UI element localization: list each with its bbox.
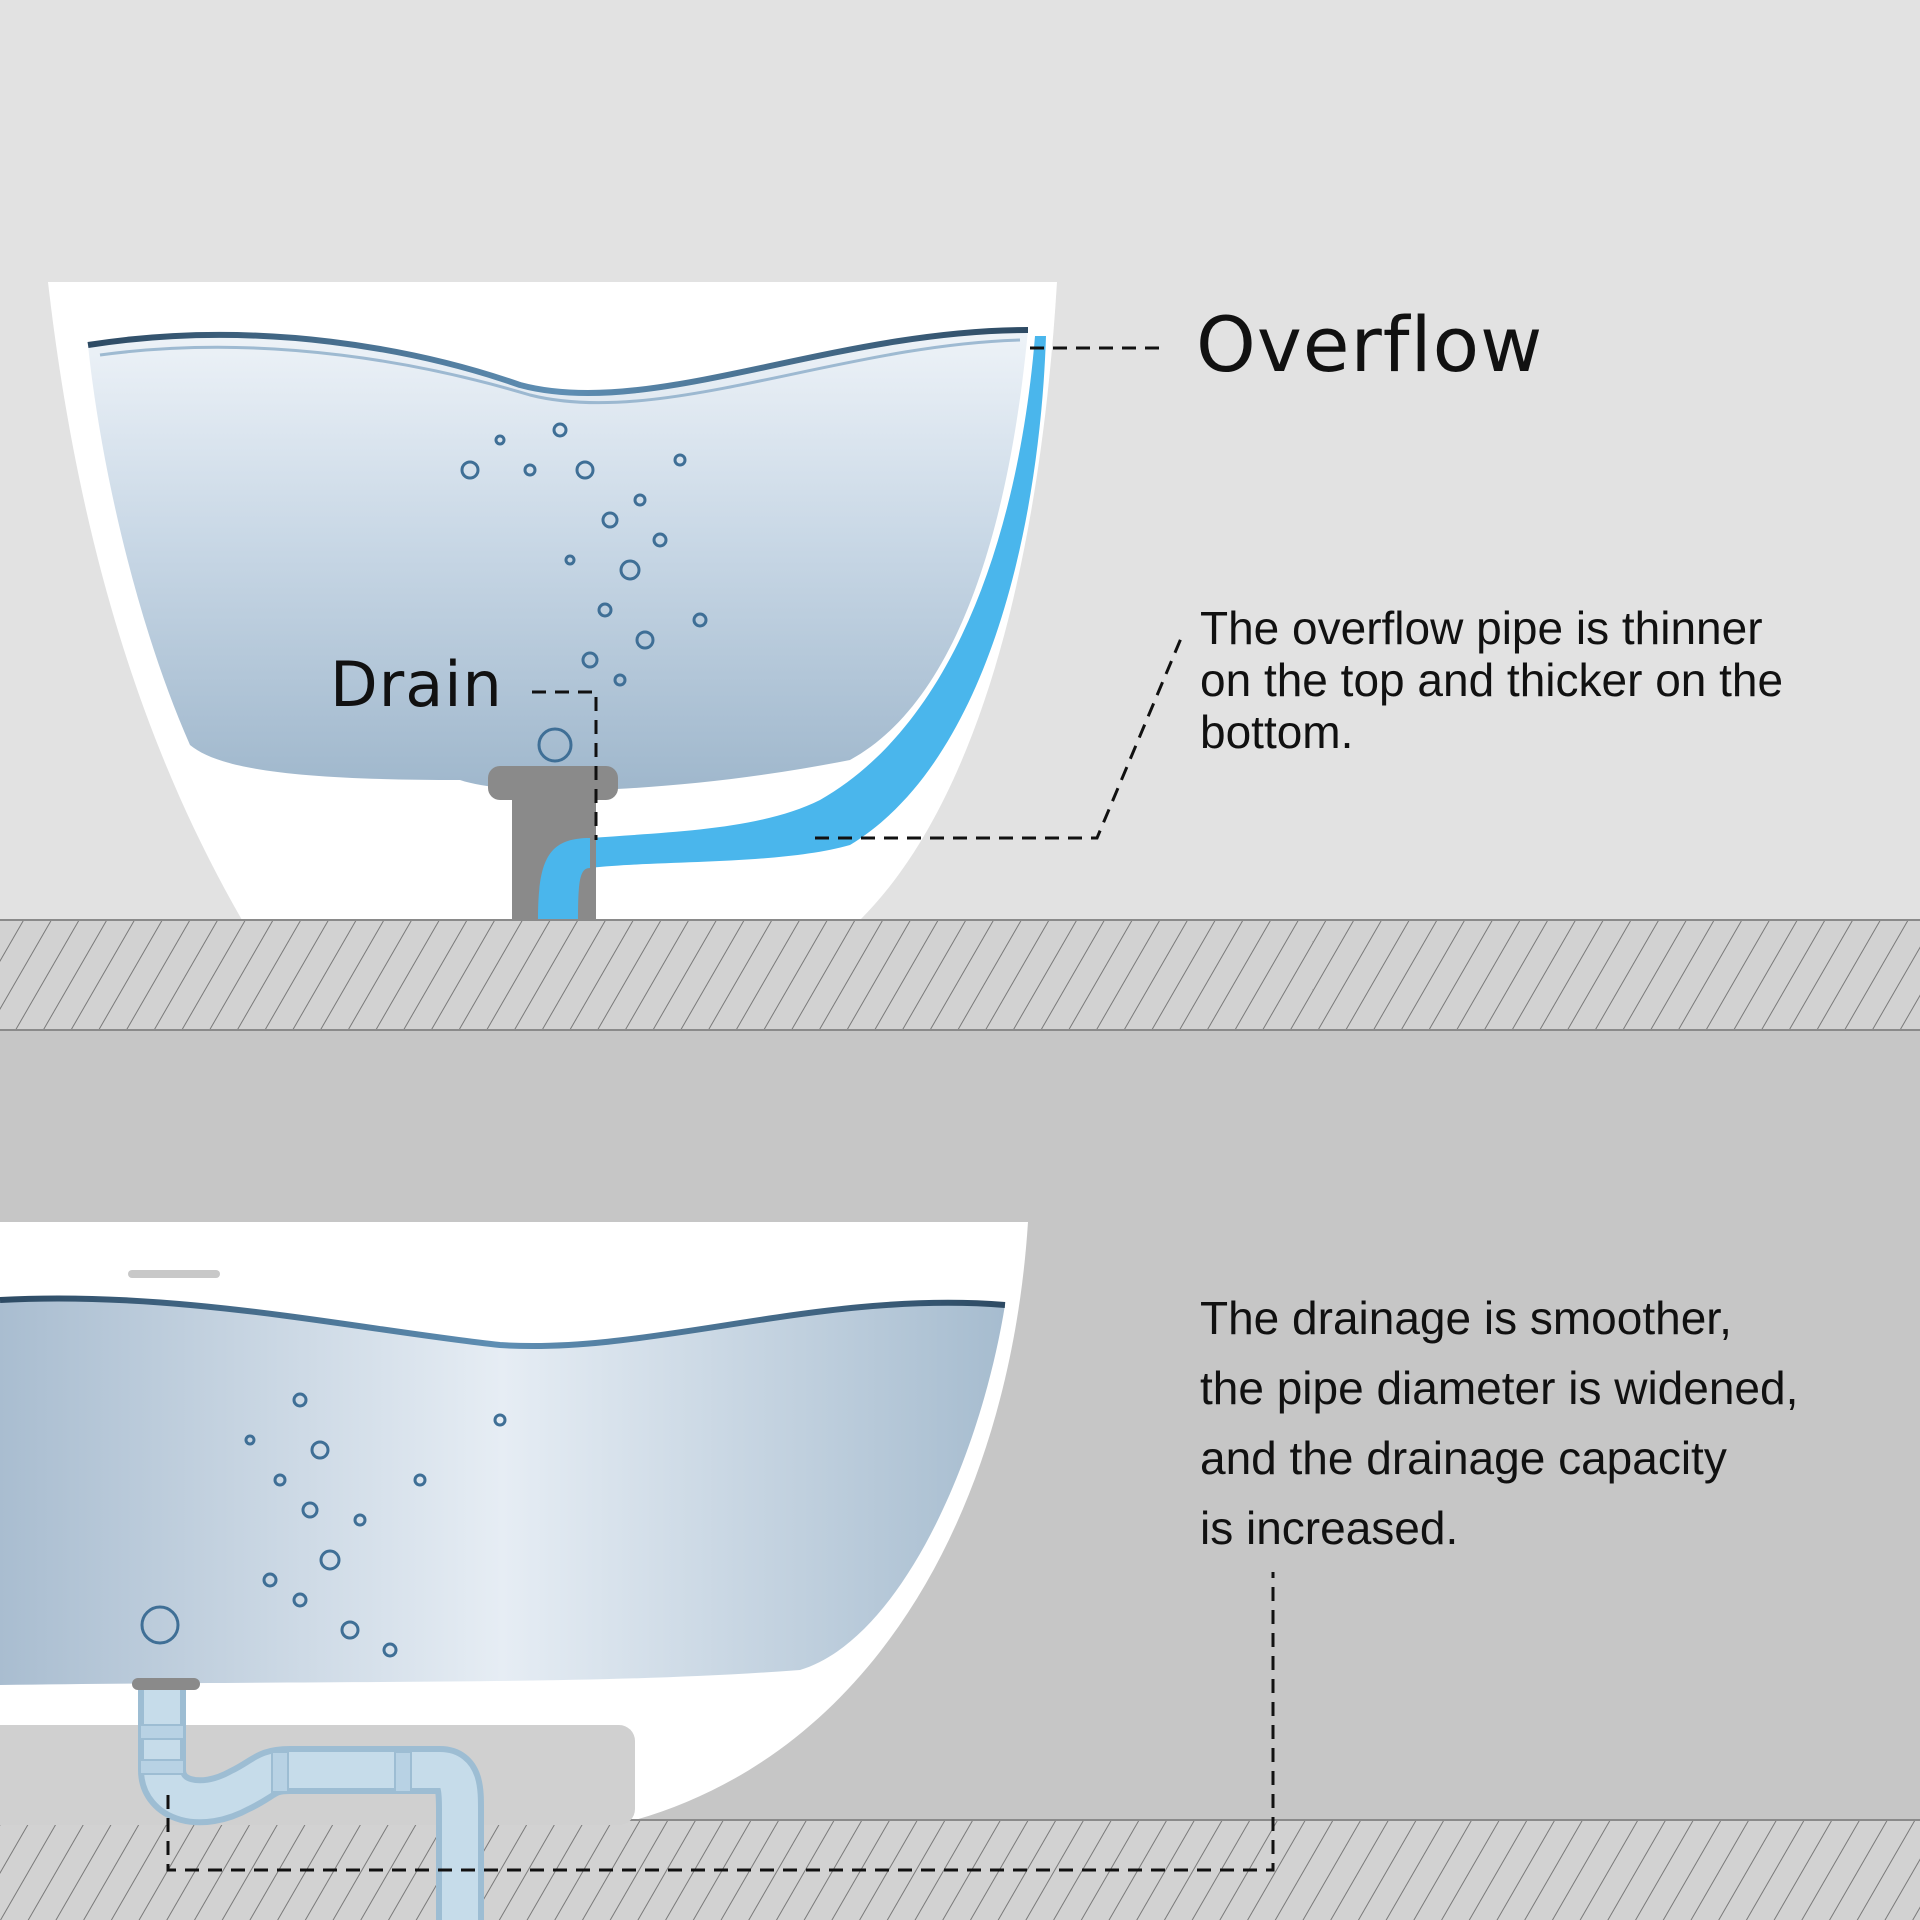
- drain-fitting: [488, 766, 618, 920]
- top-water-body: [88, 330, 1028, 791]
- overflow-pipe: [538, 336, 1046, 920]
- bottom-water-surface: [0, 1295, 1006, 1350]
- bottom-drain-head: [132, 1678, 200, 1690]
- bottom-bathtub-section: [0, 1222, 1920, 1920]
- top-bubbles: [460, 422, 708, 763]
- overflow-pipe-note-line-2: on the top and thicker on the: [1200, 654, 1784, 706]
- overflow-pipe-note: The overflow pipe is thinner on the top …: [1200, 602, 1783, 758]
- drainage-note-line-4: is increased.: [1200, 1502, 1459, 1554]
- top-bathtub-section: [0, 282, 1920, 1031]
- drainage-note-line-1: The drainage is smoother,: [1200, 1292, 1732, 1344]
- drainage-note-line-3: and the drainage capacity: [1200, 1432, 1727, 1484]
- drainage-note: The drainage is smoother, the pipe diame…: [1200, 1283, 1798, 1563]
- bottom-water-body: [0, 1298, 1005, 1685]
- bottom-bubbles: [140, 1392, 507, 1658]
- top-floor-hatch: [0, 920, 1920, 1030]
- drainage-note-leader-line: [166, 1572, 1275, 1872]
- top-water-surface: [87, 327, 1029, 397]
- overflow-label: Overflow: [1196, 300, 1544, 389]
- drain-leader-line: [532, 690, 598, 840]
- trap-pipe: [138, 1690, 484, 1920]
- overflow-pipe-note-line-3: bottom.: [1200, 706, 1354, 758]
- overflow-pipe-note-line-1: The overflow pipe is thinner: [1200, 602, 1763, 654]
- bottom-floor-hatch: [0, 1820, 1920, 1920]
- drain-label: Drain: [330, 648, 503, 721]
- drainage-note-line-2: the pipe diameter is widened,: [1200, 1362, 1799, 1414]
- pipe-note-leader-line: [815, 635, 1184, 840]
